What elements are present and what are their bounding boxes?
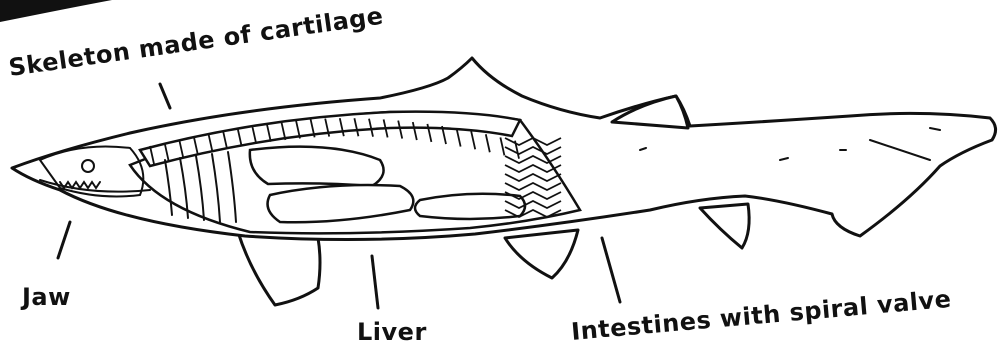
label-jaw: Jaw — [20, 283, 71, 311]
pectoral-fin — [238, 232, 320, 305]
pelvic-fin — [505, 230, 578, 278]
jaw-leader — [58, 222, 70, 258]
intestines-leader — [602, 238, 620, 302]
corner-banner — [0, 0, 112, 22]
eye — [82, 160, 94, 172]
anal-fin — [700, 204, 749, 248]
spiral-intestine — [415, 194, 525, 219]
skeleton-leader — [160, 84, 170, 108]
label-intestines: Intestines with spiral valve — [570, 285, 952, 346]
label-skeleton: Skeleton made of cartilage — [7, 2, 385, 82]
label-liver: Liver — [357, 318, 427, 346]
liver-leader — [372, 256, 378, 308]
